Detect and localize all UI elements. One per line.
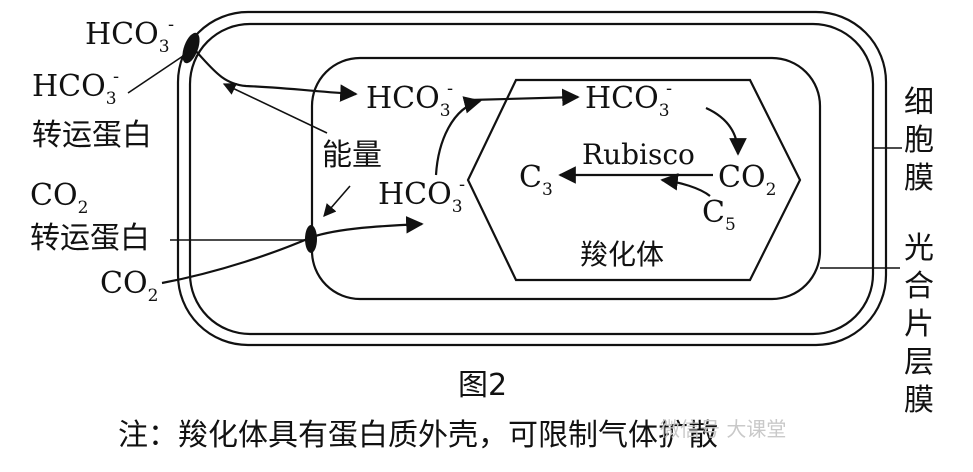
- svg-text:膜: 膜: [904, 161, 934, 196]
- hco3-stroma-top-charge: -: [447, 78, 453, 99]
- hco3-transporter-protein: [182, 32, 200, 64]
- svg-text:膜: 膜: [904, 383, 934, 418]
- energy-label: 能量: [322, 138, 382, 173]
- arrow-hco3-into-carboxysome: [469, 88, 580, 107]
- hco3-transporter-formula: HCO3: [32, 69, 117, 109]
- hco3-stroma-low-label: HCO3: [378, 177, 463, 217]
- co2-transporter-formula: CO2: [30, 178, 88, 218]
- co2-transporter-protein: [305, 225, 317, 253]
- cell-membrane-inner: [188, 22, 875, 336]
- thylakoid-membrane-label: 光 合 片 层 膜: [904, 231, 934, 418]
- footnote: 注：羧化体具有蛋白质外壳，可限制气体扩散: [118, 418, 718, 453]
- hco3-carboxysome-charge: -: [666, 78, 672, 99]
- hco3-outside-charge: -: [168, 14, 174, 35]
- figure-title: 图2: [458, 368, 507, 403]
- hco3-transporter-pointer: [127, 51, 190, 94]
- arrow-co2-through-protein: [161, 215, 424, 285]
- arrow-hco3-into-cell: [192, 47, 358, 102]
- arrow-c5-join: [660, 173, 711, 197]
- arrow-energy-upper: [222, 83, 328, 134]
- arrow-energy-lower: [323, 185, 351, 217]
- svg-text:片: 片: [904, 307, 934, 342]
- arrow-hco3-to-co2: [705, 106, 747, 156]
- rubisco-label: Rubisco: [582, 138, 695, 171]
- hco3-carboxysome-label: HCO3: [585, 81, 670, 121]
- carboxysome-shell: [466, 78, 802, 282]
- arrow-hco3-up: [434, 96, 482, 176]
- cell-membrane-outer: [176, 10, 888, 347]
- svg-text:胞: 胞: [904, 123, 934, 158]
- svg-text:合: 合: [904, 269, 934, 304]
- svg-text:细: 细: [904, 85, 934, 120]
- c3-label: C3: [519, 160, 553, 200]
- hco3-stroma-low-charge: -: [459, 174, 465, 195]
- svg-text:层: 层: [904, 345, 934, 380]
- svg-text:光: 光: [904, 231, 934, 266]
- c5-label: C5: [702, 195, 736, 235]
- co2-outside-label: CO2: [100, 266, 158, 306]
- cell-membrane-label: 细 胞 膜: [904, 85, 934, 196]
- co2-transporter-text: 转运蛋白: [30, 221, 150, 256]
- hco3-outside-label: HCO3: [85, 17, 170, 57]
- hco3-stroma-top-label: HCO3: [366, 81, 451, 121]
- carboxysome-label: 羧化体: [580, 238, 664, 271]
- thylakoid-membrane: [310, 56, 822, 301]
- watermark: 微信号 大课堂: [660, 417, 786, 441]
- hco3-transporter-charge: -: [113, 66, 119, 87]
- hco3-transporter-text: 转运蛋白: [32, 118, 152, 153]
- co2-inner-label: CO2: [718, 160, 776, 200]
